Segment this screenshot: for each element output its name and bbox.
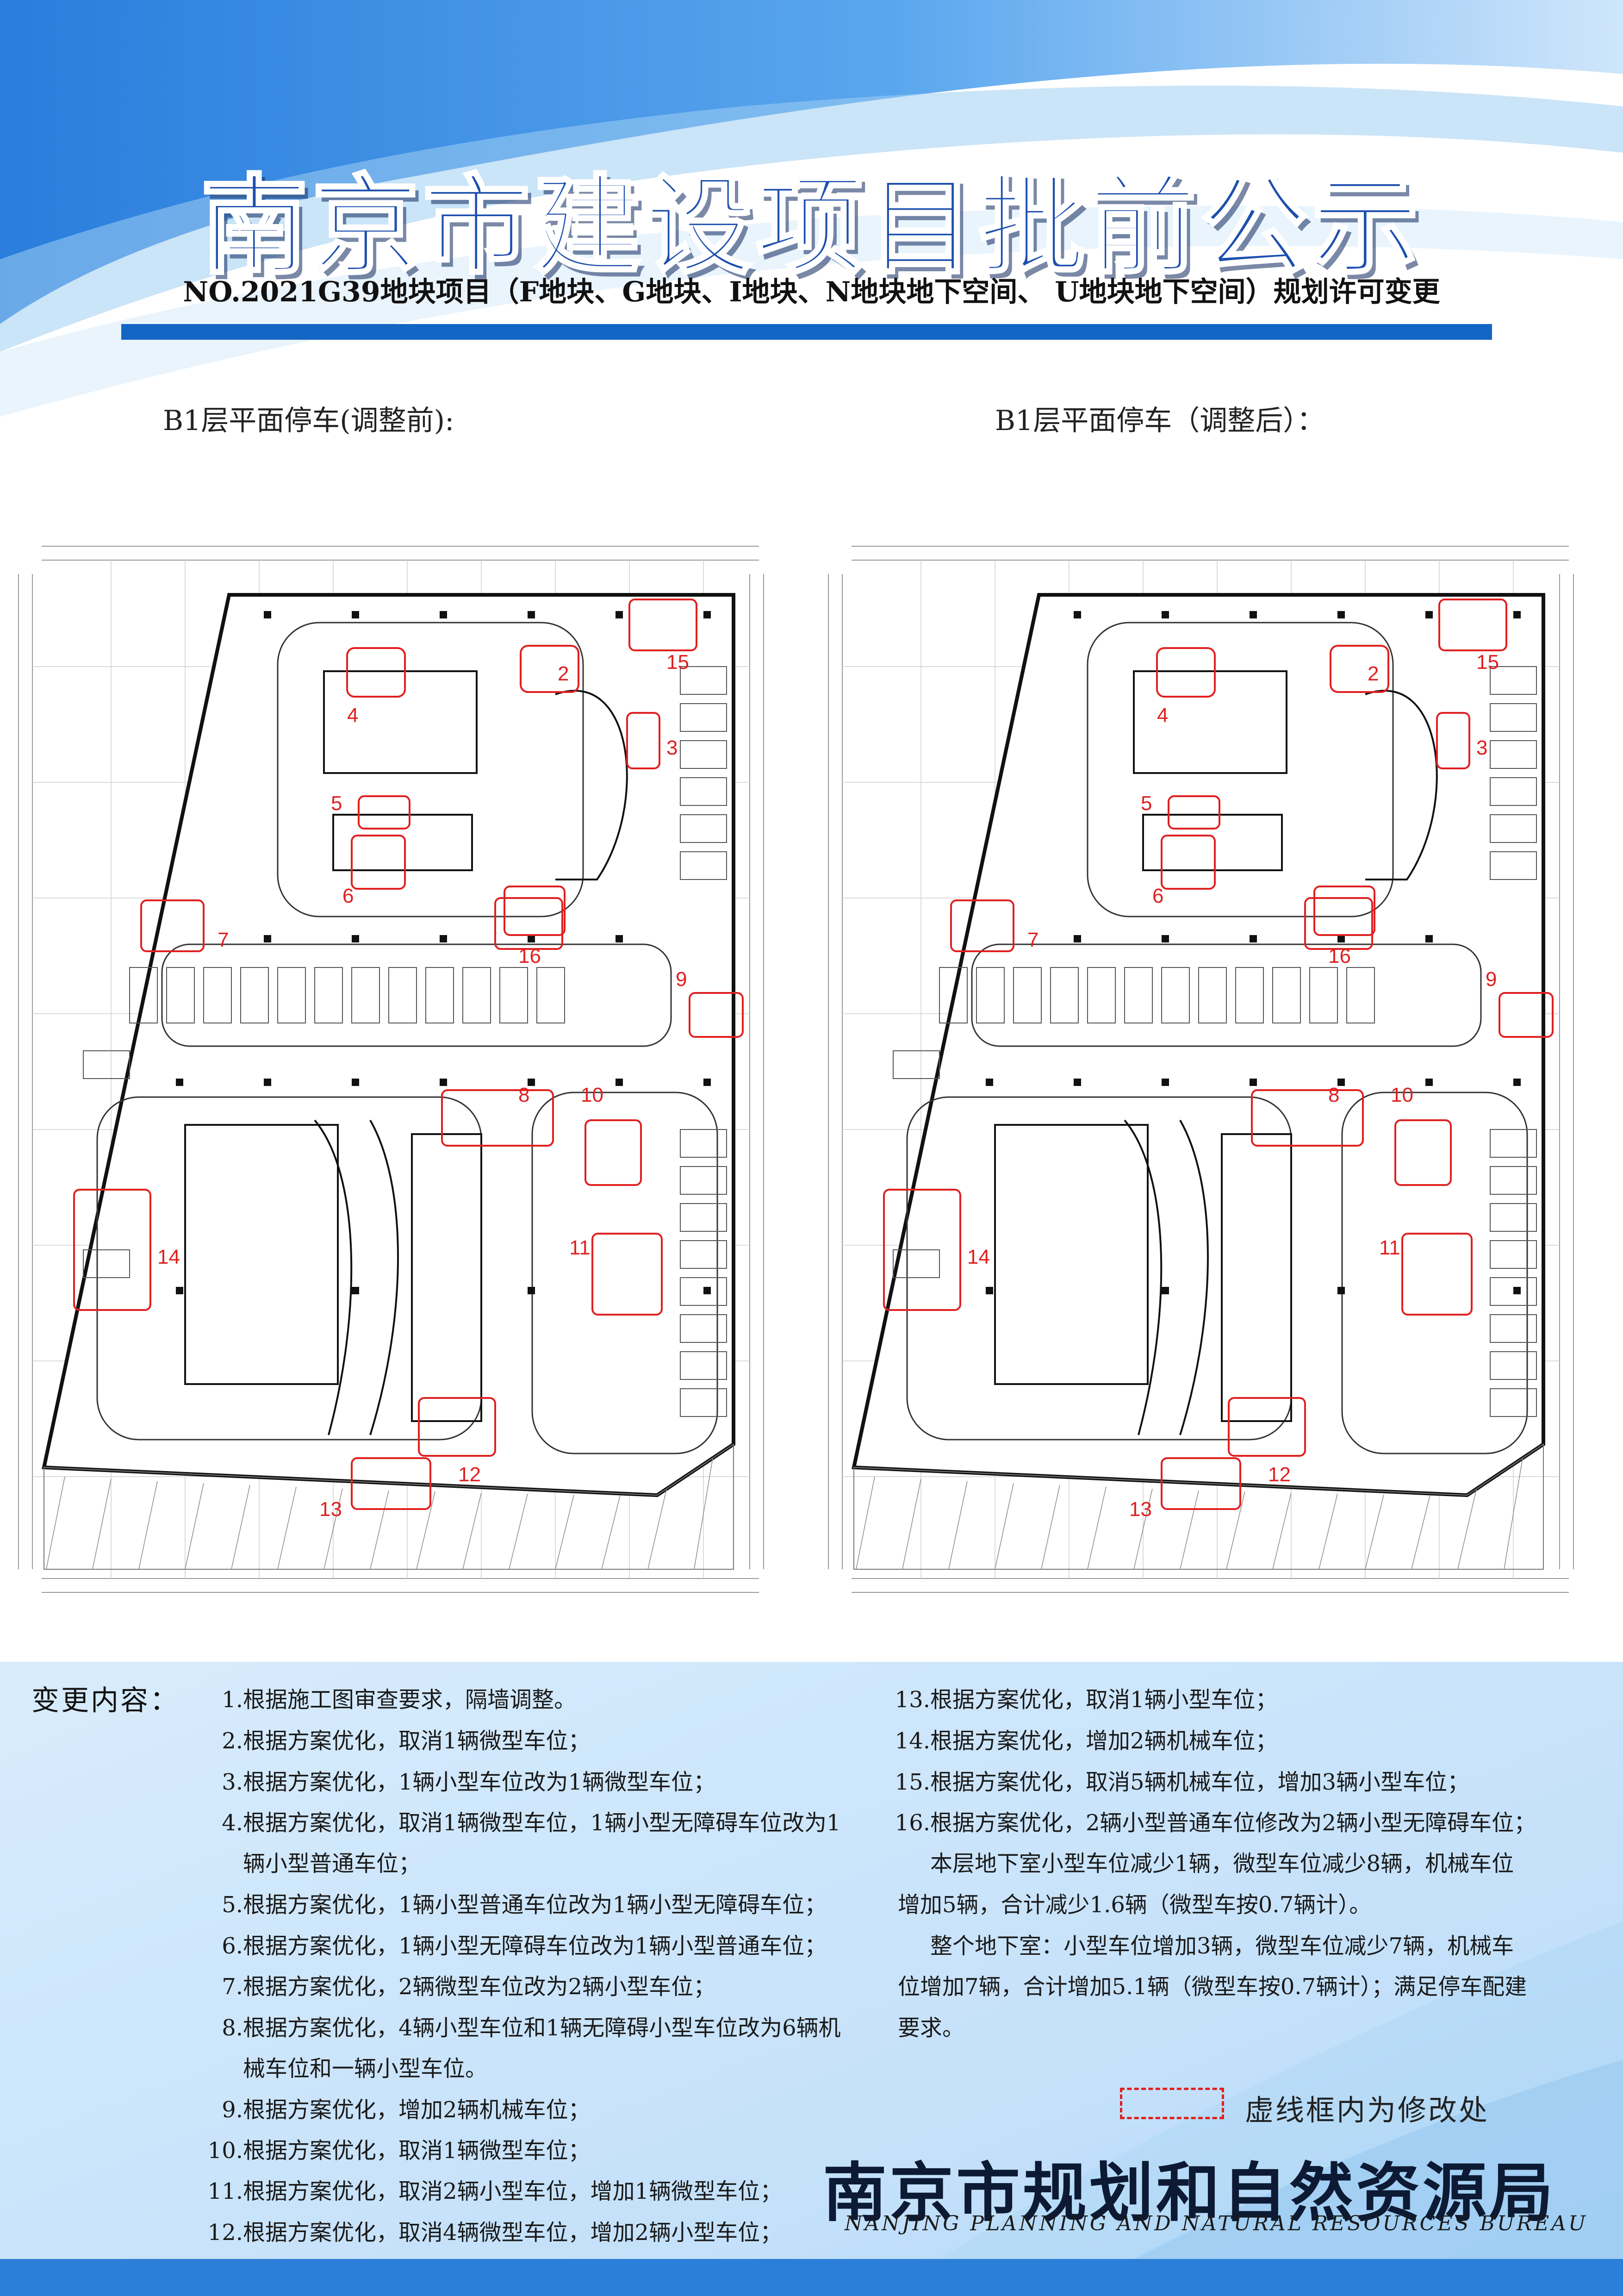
dashed-legend-swatch bbox=[1120, 2088, 1224, 2119]
svg-text:5: 5 bbox=[1141, 792, 1152, 815]
notes-panel-background bbox=[0, 1662, 1623, 2296]
legend-text: 虚线框内为修改处 bbox=[1245, 2093, 1490, 2127]
svg-text:6: 6 bbox=[342, 885, 354, 907]
svg-text:11: 11 bbox=[569, 1236, 591, 1259]
svg-text:4: 4 bbox=[347, 704, 358, 727]
footer-strip bbox=[0, 2259, 1623, 2296]
svg-text:2: 2 bbox=[558, 662, 569, 685]
svg-text:2: 2 bbox=[1368, 662, 1379, 685]
change-item-continuation: 辆小型普通车位； bbox=[243, 1851, 421, 1877]
changes-heading: 变更内容： bbox=[31, 1685, 180, 1717]
svg-text:13: 13 bbox=[319, 1498, 342, 1521]
floor-plan-after: 4 2 3 5 6 7 8 9 10 11 12 13 14 15 16 bbox=[828, 546, 1574, 1593]
svg-text:4: 4 bbox=[1157, 704, 1168, 727]
issuer-name-cn: 南京市规划和自然资源局 bbox=[823, 2155, 1556, 2230]
summary-total-line: 位增加7辆，合计增加5.1辆（微型车按0.7辆计）；满足停车配建 bbox=[898, 1974, 1527, 2000]
svg-text:3: 3 bbox=[666, 736, 678, 759]
svg-text:7: 7 bbox=[1027, 929, 1038, 951]
svg-text:16: 16 bbox=[1328, 945, 1351, 967]
svg-text:12: 12 bbox=[458, 1463, 481, 1486]
summary-total-line: 要求。 bbox=[898, 2015, 965, 2041]
plan-before-label: B1层平面停车(调整前): bbox=[163, 405, 454, 437]
summary-layer-line: 本层地下室小型车位减少1辆，微型车位减少8辆，机械车位 bbox=[930, 1851, 1514, 1877]
svg-text:15: 15 bbox=[666, 651, 689, 674]
svg-text:3: 3 bbox=[1476, 736, 1487, 759]
svg-text:10: 10 bbox=[581, 1084, 603, 1106]
svg-text:14: 14 bbox=[157, 1246, 180, 1268]
svg-text:10: 10 bbox=[1391, 1084, 1413, 1106]
svg-text:15: 15 bbox=[1476, 651, 1499, 674]
svg-text:16: 16 bbox=[518, 945, 541, 967]
summary-layer-line: 增加5辆，合计减少1.6辆（微型车按0.7辆计）。 bbox=[898, 1892, 1372, 1918]
svg-text:13: 13 bbox=[1129, 1498, 1152, 1521]
floor-plan-before: 4 2 3 5 6 7 8 9 10 11 12 13 14 15 16 bbox=[18, 546, 764, 1593]
svg-text:12: 12 bbox=[1268, 1463, 1291, 1486]
svg-text:9: 9 bbox=[676, 968, 687, 991]
change-item-continuation: 械车位和一辆小型车位。 bbox=[243, 2056, 488, 2082]
svg-text:5: 5 bbox=[331, 792, 342, 815]
svg-text:14: 14 bbox=[967, 1246, 990, 1268]
title-divider bbox=[121, 324, 1492, 340]
svg-text:8: 8 bbox=[518, 1084, 529, 1106]
svg-text:11: 11 bbox=[1379, 1236, 1400, 1259]
svg-text:9: 9 bbox=[1486, 968, 1497, 991]
svg-text:6: 6 bbox=[1152, 885, 1163, 907]
summary-total-line: 整个地下室：小型车位增加3辆，微型车位减少7辆，机械车 bbox=[930, 1933, 1514, 1959]
plan-after-label: B1层平面停车（调整后）： bbox=[995, 405, 1325, 437]
svg-text:7: 7 bbox=[218, 929, 229, 951]
svg-text:8: 8 bbox=[1328, 1084, 1339, 1106]
issuer-name-en: NANJING PLANNING AND NATURAL RESOURCES B… bbox=[845, 2212, 1588, 2235]
project-subtitle: NO.2021G39地块项目（F地块、G地块、I地块、N地块地下空间、 U地块地… bbox=[183, 276, 1440, 308]
page-title: 南京市建设项目批前公示 bbox=[199, 162, 1423, 290]
